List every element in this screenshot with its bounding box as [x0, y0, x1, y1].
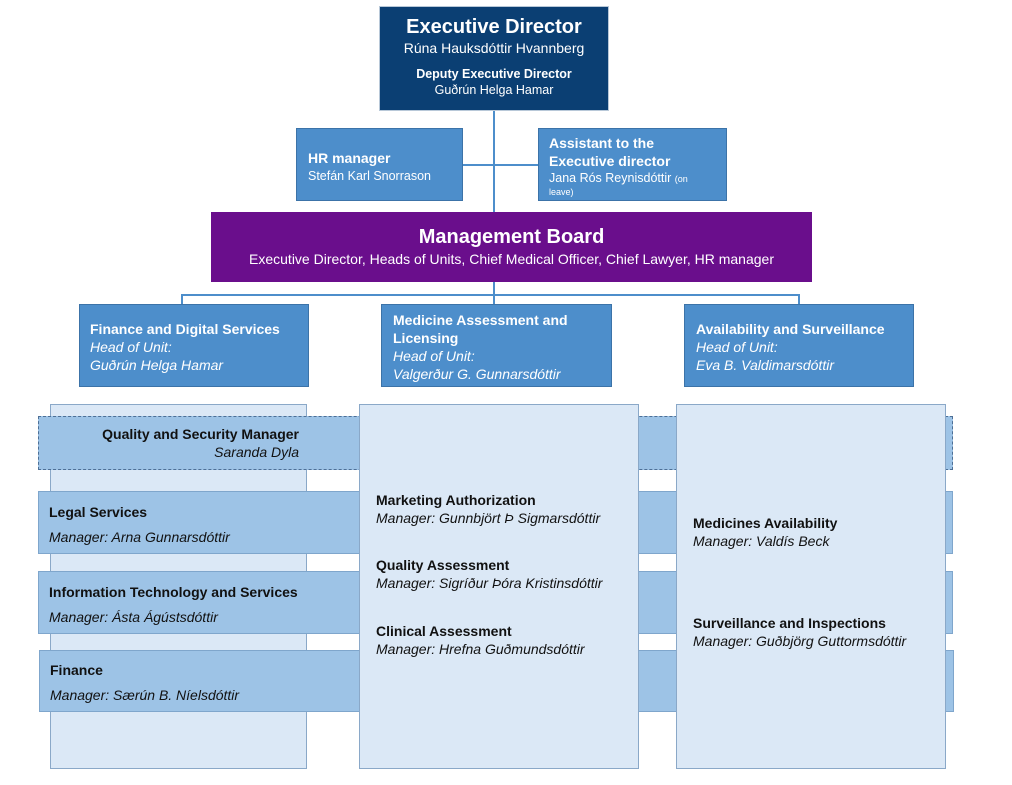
dept-manager: Manager: Sigríður Þóra Kristinsdóttir [376, 575, 603, 591]
dept-manager: Manager: Ásta Ágústsdóttir [49, 609, 218, 625]
assistant-title-line1: Assistant to the [549, 135, 655, 151]
connector-hr [462, 164, 494, 166]
quality-security-label: Quality and Security Manager Saranda Dyl… [38, 425, 299, 461]
dept-manager: Manager: Arna Gunnarsdóttir [49, 529, 230, 545]
quality-name: Saranda Dyla [214, 444, 299, 460]
dept-manager: Manager: Særún B. Níelsdóttir [50, 687, 240, 703]
dept-title: Legal Services [49, 504, 148, 520]
dept-manager: Manager: Hrefna Guðmundsdóttir [376, 641, 585, 657]
dept-title: Finance [50, 662, 103, 678]
executive-name: Rúna Hauksdóttir Hvannberg [403, 40, 585, 56]
deputy-name: Guðrún Helga Hamar [434, 83, 554, 97]
hr-name: Stefán Karl Snorrason [308, 169, 431, 183]
assistant-name: Jana Rós Reynisdóttir [549, 171, 672, 185]
unit-head-name: Eva B. Valdimarsdóttir [696, 357, 834, 373]
hr-manager-box: HR manager Stefán Karl Snorrason [296, 128, 463, 201]
dept-title: Marketing Authorization [376, 492, 536, 508]
executive-director-box: Executive Director Rúna Hauksdóttir Hvan… [379, 6, 609, 111]
board-title: Management Board [418, 226, 605, 248]
dept-title: Clinical Assessment [376, 623, 512, 639]
connector-unit-surveillance [798, 294, 800, 304]
unit-head-label: Head of Unit: [90, 339, 172, 355]
unit-title-line2: Licensing [393, 330, 459, 346]
assessment-unit-column: Marketing Authorization Manager: Gunnbjö… [359, 404, 639, 769]
connector-exec-to-board [493, 110, 495, 212]
dept-manager: Manager: Gunnbjört Þ Sigmarsdóttir [376, 510, 601, 526]
assistant-note-line1: (on [674, 174, 688, 184]
dept-manager: Manager: Guðbjörg Guttormsdóttir [693, 633, 907, 649]
connector-unit-assessment [493, 294, 495, 304]
unit-title-line1: Medicine Assessment and [393, 312, 568, 328]
dept-title: Medicines Availability [693, 515, 838, 531]
connector-units-horizontal [181, 294, 799, 296]
board-members: Executive Director, Heads of Units, Chie… [249, 251, 774, 267]
unit-head-name: Guðrún Helga Hamar [90, 357, 224, 373]
deputy-title: Deputy Executive Director [416, 67, 572, 81]
management-board-box: Management Board Executive Director, Hea… [211, 212, 812, 282]
connector-board-down [493, 281, 495, 295]
assistant-note-line2: leave) [549, 187, 574, 197]
executive-title: Executive Director [406, 16, 582, 38]
dept-title: Surveillance and Inspections [693, 615, 886, 631]
dept-title: Quality Assessment [376, 557, 510, 573]
hr-title: HR manager [308, 150, 391, 166]
dept-title: Information Technology and Services [49, 584, 298, 600]
unit-head-name: Valgerður G. Gunnarsdóttir [393, 366, 561, 382]
unit-head-label: Head of Unit: [696, 339, 778, 355]
dept-manager: Manager: Valdís Beck [693, 533, 830, 549]
unit-title: Availability and Surveillance [696, 321, 885, 337]
connector-assistant [494, 164, 538, 166]
unit-head-label: Head of Unit: [393, 348, 475, 364]
assistant-box: Assistant to the Executive director Jana… [538, 128, 727, 201]
unit-title: Finance and Digital Services [90, 321, 280, 337]
quality-title: Quality and Security Manager [102, 426, 299, 442]
unit-availability-surveillance: Availability and Surveillance Head of Un… [684, 304, 914, 387]
assistant-name-line: Jana Rós Reynisdóttir (on [549, 170, 726, 187]
assistant-title-line2: Executive director [549, 153, 671, 169]
unit-finance-digital: Finance and Digital Services Head of Uni… [79, 304, 309, 387]
connector-unit-finance [181, 294, 183, 304]
unit-medicine-assessment: Medicine Assessment and Licensing Head o… [381, 304, 612, 387]
surveillance-unit-column: Medicines Availability Manager: Valdís B… [676, 404, 946, 769]
